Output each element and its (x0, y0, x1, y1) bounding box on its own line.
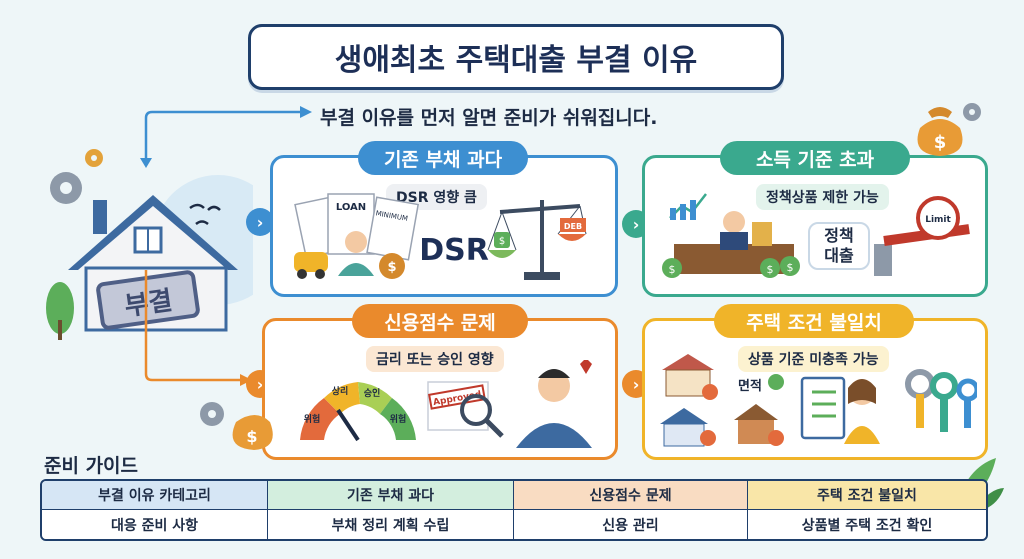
svg-text:$: $ (669, 263, 676, 276)
card-housing-tag: 상품 기준 미충족 가능 (738, 346, 889, 372)
svg-text:$: $ (499, 236, 505, 247)
guide-housing-action: 상품별 주택 조건 확인 (748, 510, 986, 539)
svg-text:$: $ (246, 427, 257, 446)
subtitle: 부결 이유를 먼저 알면 준비가 쉬워집니다. (320, 107, 658, 129)
guide-debt-action: 부채 정리 계획 수립 (268, 510, 514, 539)
gear-icon (85, 149, 103, 167)
card-housing-title: 주택 조건 불일치 (714, 304, 914, 338)
guide-title: 준비 가이드 (44, 455, 139, 477)
card-credit-title: 신용점수 문제 (352, 304, 528, 338)
housing-illustration (660, 354, 977, 447)
rejected-stamp: 부결 (123, 286, 175, 322)
money-bag-icon: $ (200, 402, 273, 450)
credit-illustration: 위험 상리 승인 위험 Approved (300, 360, 592, 448)
gauge-label-mid: 상리 (332, 385, 349, 397)
guide-row-label: 대응 준비 사항 (42, 510, 268, 539)
guide-header-debt: 기존 부채 과다 (268, 481, 514, 510)
guide-table: 부결 이유 카테고리 기존 부채 과다 신용점수 문제 주택 조건 불일치 대응… (40, 479, 988, 541)
page-title: 생애최초 주택대출 부결 이유 (248, 24, 784, 90)
card-debt-title: 기존 부채 과다 (358, 141, 528, 175)
gear-icon (50, 172, 82, 204)
gauge-label-approve: 승인 (364, 388, 381, 399)
guide-header-credit: 신용점수 문제 (514, 481, 748, 510)
area-label: 면적 (738, 379, 762, 394)
flow-arrow (140, 106, 312, 168)
policy-loan-bubble: 정책 대출 (808, 222, 870, 270)
dsr-label: DSR (419, 233, 489, 268)
debt-box-label: DEB (564, 222, 582, 231)
card-income-title: 소득 기준 초과 (720, 141, 910, 175)
gauge-label-risk-2: 위험 (390, 413, 407, 425)
guide-credit-action: 신용 관리 (514, 510, 748, 539)
svg-text:$: $ (387, 260, 396, 275)
income-illustration: $ $ $ Limit (662, 193, 970, 278)
svg-text:$: $ (934, 132, 947, 153)
debt-illustration: LOAN MINIMUM $ DSR $ DEB (294, 193, 587, 280)
money-bag-icon: $ (917, 103, 981, 156)
svg-text:$: $ (787, 261, 794, 274)
svg-text:$: $ (767, 263, 774, 276)
rejected-house-illustration: 부결 (46, 149, 253, 340)
guide-header-housing: 주택 조건 불일치 (748, 481, 986, 510)
guide-header-category: 부결 이유 카테고리 (42, 481, 268, 510)
card-income-tag: 정책상품 제한 가능 (756, 184, 889, 210)
card-credit-tag: 금리 또는 승인 영향 (366, 346, 504, 372)
gauge-label-risk: 위험 (304, 413, 321, 425)
chevron-right-icon: › (246, 208, 274, 236)
loan-paper-label: LOAN (336, 202, 366, 213)
limit-sign-label: Limit (925, 215, 951, 225)
